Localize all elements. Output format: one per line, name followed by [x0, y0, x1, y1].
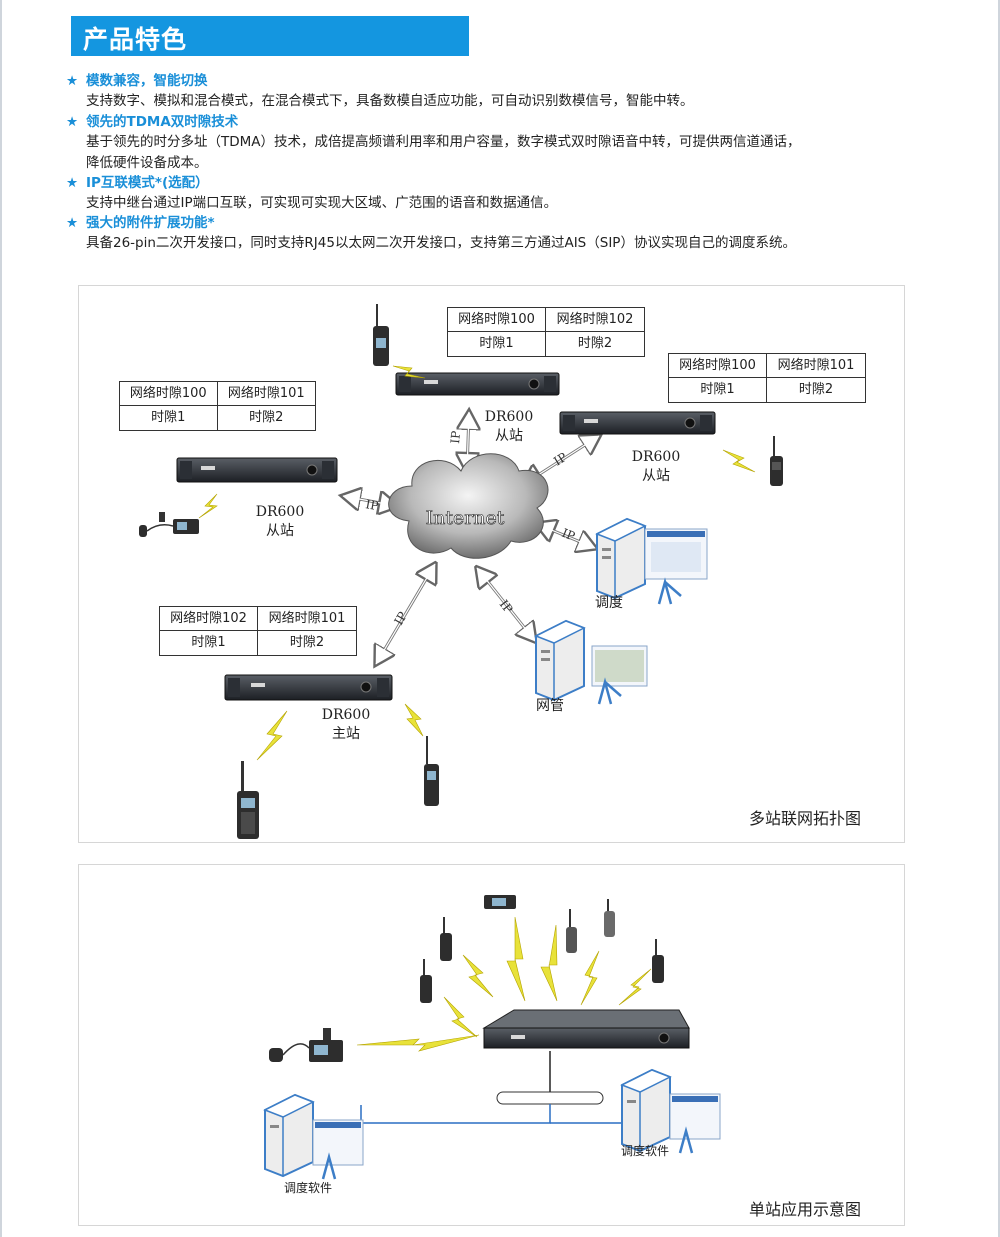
handheld-radio-icon [424, 736, 439, 806]
handheld-radio-icon [770, 436, 783, 486]
nms-server-icon [536, 621, 647, 704]
table-cell: 时隙2 [767, 378, 865, 402]
feature-title: 领先的TDMA双时隙技术 [86, 114, 238, 130]
timeslot-table-top-right: 网络时隙100 网络时隙101 时隙1 时隙2 [668, 353, 866, 403]
feature-title: 强大的附件扩展功能* [86, 215, 215, 231]
table-cell: 网络时隙101 [218, 382, 316, 406]
lightning-icon [444, 997, 477, 1037]
table-cell: 时隙1 [120, 406, 218, 430]
star-icon: ★ [66, 213, 86, 233]
dispatch-software-server-icon-right [622, 1070, 720, 1153]
table-cell: 网络时隙102 [160, 607, 258, 631]
dispatch-software-server-icon-left [265, 1095, 363, 1179]
lightning-icon [463, 955, 493, 997]
feature-item-3: ★IP互联模式*(选配） 支持中继台通过IP端口互联，可实现可实现大区域、广范围… [66, 173, 946, 214]
lightning-icon [581, 951, 599, 1005]
diagram-caption: 多站联网拓扑图 [749, 805, 861, 829]
handheld-radio-icon [420, 959, 432, 1003]
star-icon: ★ [66, 173, 86, 193]
nms-label: 网管 [525, 697, 575, 716]
table-cell: 时隙1 [448, 332, 546, 356]
repeater-top-center-icon [396, 373, 559, 395]
table-cell: 网络时隙100 [448, 308, 546, 332]
page-left-border [0, 0, 2, 1237]
feature-desc: 具备26-pin二次开发接口，同时支持RJ45以太网二次开发接口，支持第三方通过… [66, 233, 946, 254]
feature-title: IP互联模式*(选配） [86, 175, 209, 191]
table-cell: 时隙2 [258, 631, 356, 655]
station-label-left: DR600 从站 [250, 503, 310, 541]
station-model: DR600 [250, 503, 310, 522]
feature-item-1: ★模数兼容，智能切换 支持数字、模拟和混合模式，在混合模式下，具备数模自适应功能… [66, 71, 946, 112]
lightning-icon [723, 450, 755, 472]
ethernet-bus-icon [497, 1092, 603, 1104]
single-site-application-panel: 调度软件 调度软件 单站应用示意图 [78, 864, 905, 1226]
dispatch-software-label-left: 调度软件 [277, 1179, 339, 1198]
station-role: 从站 [479, 427, 539, 446]
table-cell: 时隙1 [669, 378, 767, 402]
feature-item-4: ★强大的附件扩展功能* 具备26-pin二次开发接口，同时支持RJ45以太网二次… [66, 213, 946, 254]
feature-desc: 基于领先的时分多址（TDMA）技术，成倍提高频谱利用率和用户容量，数字模式双时隙… [66, 132, 946, 153]
timeslot-table-bottom-left: 网络时隙102 网络时隙101 时隙1 时隙2 [159, 606, 357, 656]
station-model: DR600 [479, 408, 539, 427]
handheld-radio-icon [440, 917, 452, 961]
station-role: 主站 [316, 725, 376, 744]
timeslot-table-left: 网络时隙100 网络时隙101 时隙1 时隙2 [119, 381, 316, 431]
station-label-main: DR600 主站 [316, 706, 376, 744]
ip-label: IP [448, 430, 463, 444]
ip-label: IP [364, 497, 379, 513]
table-cell: 网络时隙101 [258, 607, 356, 631]
mobile-radio-icon [484, 895, 516, 909]
lightning-icon [257, 711, 287, 760]
single-site-graphics [79, 865, 906, 1227]
station-role: 从站 [250, 522, 310, 541]
dispatch-software-label-right: 调度软件 [614, 1142, 676, 1161]
table-cell: 网络时隙100 [669, 354, 767, 378]
section-title-bar: 产品特色 [71, 16, 469, 56]
section-title: 产品特色 [83, 20, 187, 56]
lightning-icon [619, 969, 651, 1005]
multi-site-topology-panel: Internet IP IP IP IP IP IP [78, 285, 905, 843]
station-model: DR600 [316, 706, 376, 725]
lightning-icon [357, 1035, 479, 1051]
feature-desc: 支持数字、模拟和混合模式，在混合模式下，具备数模自适应功能，可自动识别数模信号，… [66, 91, 946, 112]
station-label-top-center: DR600 从站 [479, 408, 539, 446]
star-icon: ★ [66, 112, 86, 132]
mobile-radio-icon [269, 1028, 343, 1062]
lightning-icon [541, 925, 557, 1001]
lan-link-left [361, 1104, 550, 1123]
diagram-caption: 单站应用示意图 [749, 1196, 861, 1220]
handheld-radio-icon [237, 761, 259, 839]
table-cell: 网络时隙101 [767, 354, 865, 378]
lightning-icon [507, 917, 525, 1001]
feature-item-2: ★领先的TDMA双时隙技术 基于领先的时分多址（TDMA）技术，成倍提高频谱利用… [66, 112, 946, 173]
dispatch-server-icon [597, 519, 707, 604]
feature-desc: 支持中继台通过IP端口互联，可实现可实现大区域、广范围的语音和数据通信。 [66, 193, 946, 214]
internet-cloud-icon [389, 454, 548, 559]
handheld-radio-icon [604, 899, 615, 937]
handheld-radio-icon [652, 939, 664, 983]
handheld-radio-icon [566, 909, 577, 953]
lightning-icon [405, 704, 423, 736]
handheld-radio-icon [373, 304, 389, 366]
station-model: DR600 [626, 448, 686, 467]
mobile-radio-icon [139, 512, 199, 537]
star-icon: ★ [66, 71, 86, 91]
feature-desc: 降低硬件设备成本。 [66, 153, 946, 174]
repeater-main-icon [225, 675, 392, 700]
lightning-icon [199, 494, 217, 518]
dispatch-label: 调度 [584, 594, 634, 613]
feature-title: 模数兼容，智能切换 [86, 73, 208, 89]
repeater-left-icon [177, 458, 337, 482]
table-cell: 时隙2 [546, 332, 644, 356]
table-cell: 时隙1 [160, 631, 258, 655]
repeater-icon [484, 1010, 689, 1048]
table-cell: 网络时隙100 [120, 382, 218, 406]
repeater-right-icon [560, 412, 715, 434]
station-role: 从站 [626, 467, 686, 486]
cloud-label: Internet [426, 507, 505, 529]
table-cell: 时隙2 [218, 406, 316, 430]
timeslot-table-top-center: 网络时隙100 网络时隙102 时隙1 时隙2 [447, 307, 645, 357]
station-label-right: DR600 从站 [626, 448, 686, 486]
table-cell: 网络时隙102 [546, 308, 644, 332]
